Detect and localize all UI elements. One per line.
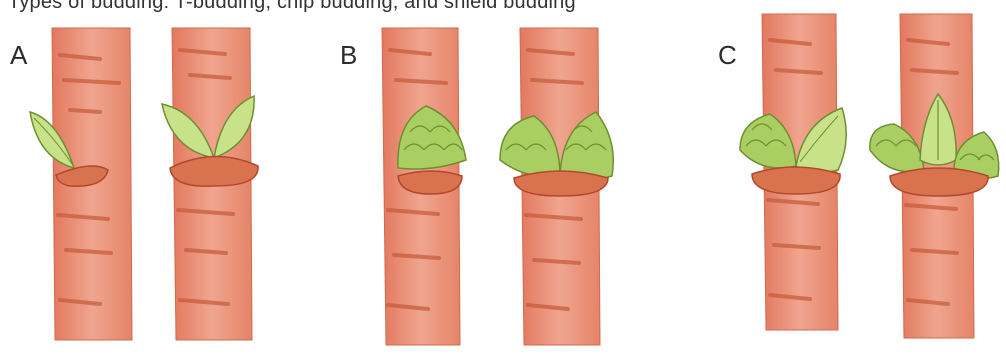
bud-c2	[870, 94, 999, 196]
